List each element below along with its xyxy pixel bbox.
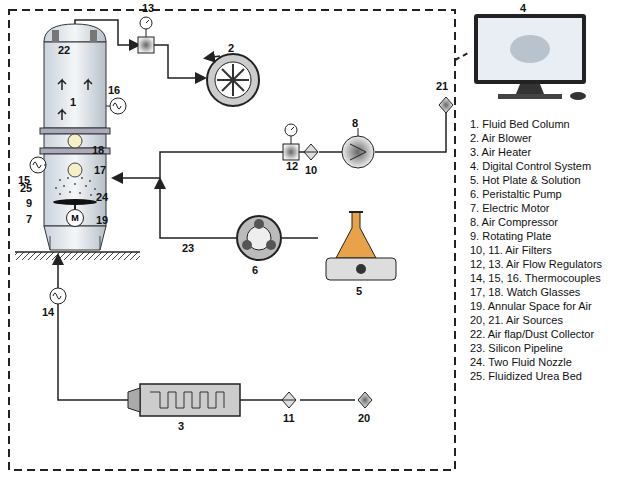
motor-symbol-text: M [71, 213, 79, 223]
callout-number: 6 [252, 264, 258, 276]
legend-line: 4. Digital Control System [470, 160, 591, 172]
callout-number: 13 [142, 2, 154, 14]
callout-number: 9 [26, 197, 32, 209]
legend-line: 24. Two Fluid Nozzle [470, 356, 572, 368]
legend-line: 6. Peristaltic Pump [470, 188, 562, 200]
legend-line: 7. Electric Motor [470, 202, 549, 214]
legend-line: 5. Hot Plate & Solution [470, 174, 581, 186]
callout-number: 24 [96, 191, 108, 203]
legend-line: 2. Air Blower [470, 132, 532, 144]
motor-circle: M [66, 209, 84, 227]
callout-number: 22 [58, 44, 70, 56]
callout-number: 23 [182, 242, 194, 254]
callout-number: 10 [305, 164, 317, 176]
callout-number: 11 [283, 412, 295, 424]
legend-line: 1. Fluid Bed Column [470, 118, 570, 130]
legend-line: 25. Fluidized Urea Bed [470, 370, 582, 382]
legend-line: 20, 21. Air Sources [470, 314, 563, 326]
callout-number: 8 [352, 117, 358, 129]
legend-line: 23. Silicon Pipeline [470, 342, 563, 354]
callout-number: 7 [26, 213, 32, 225]
legend-line: 8. Air Compressor [470, 216, 558, 228]
legend-line: 10, 11. Air Filters [470, 244, 552, 256]
legend-line: 14, 15, 16. Thermocouples [470, 272, 601, 284]
callout-number: 20 [358, 412, 370, 424]
legend-line: 19. Annular Space for Air [470, 300, 592, 312]
callout-number: 14 [42, 306, 54, 318]
legend-line: 22. Air flap/Dust Collector [470, 328, 594, 340]
legend-line: 9. Rotating Plate [470, 230, 551, 242]
callout-number: 17 [94, 164, 106, 176]
callout-number: 12 [286, 160, 298, 172]
legend-line: 12, 13. Air Flow Regulators [470, 258, 602, 270]
callout-number: 18 [92, 144, 104, 156]
callout-number: 4 [520, 2, 526, 14]
callout-number: 25 [20, 182, 32, 194]
callout-number: 1 [70, 96, 76, 108]
legend-line: 3. Air Heater [470, 146, 531, 158]
callout-number: 19 [96, 214, 108, 226]
legend-line: 17, 18. Watch Glasses [470, 286, 580, 298]
callout-number: 2 [228, 42, 234, 54]
callout-number: 21 [436, 80, 448, 92]
callout-number: 5 [356, 285, 362, 297]
callout-number: 3 [178, 420, 184, 432]
callout-number: 16 [108, 84, 120, 96]
